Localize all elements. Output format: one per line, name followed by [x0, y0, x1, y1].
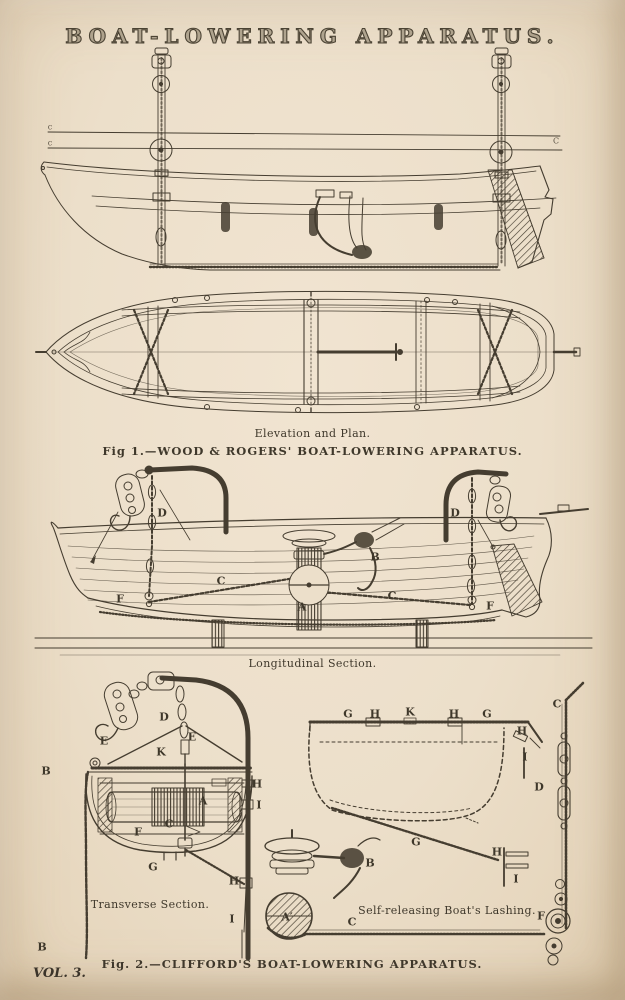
figure-lashing: [265, 682, 584, 965]
caption-longitudinal: Longitudinal Section.: [248, 657, 377, 670]
figure-transverse-section: [86, 672, 254, 958]
figure-elevation: [41, 48, 562, 270]
right-tackle-fall: [490, 48, 512, 266]
volume-label: VOL. 3.: [33, 966, 86, 981]
caption-fig1: Fig 1.—WOOD & ROGERS' BOAT-LOWERING APPA…: [102, 444, 523, 458]
figure-plan: [36, 291, 580, 412]
capstan-winch: [283, 518, 404, 630]
left-tackle-fall: [150, 48, 172, 266]
caption-transverse: Transverse Section.: [90, 898, 210, 911]
caption-fig2: Fig. 2.—CLIFFORD'S BOAT-LOWERING APPARAT…: [101, 957, 483, 971]
figure-longitudinal-section: [35, 466, 592, 655]
lashing-winch: [265, 830, 380, 898]
caption-elevation-plan: Elevation and Plan.: [254, 427, 371, 440]
release-hand: [315, 190, 372, 259]
caption-lashing: Self-releasing Boat's Lashing.: [358, 904, 536, 917]
plate-title: BOAT-LOWERING APPARATUS.: [65, 23, 560, 48]
left-davit: [90, 466, 226, 607]
right-davit: [446, 472, 516, 610]
